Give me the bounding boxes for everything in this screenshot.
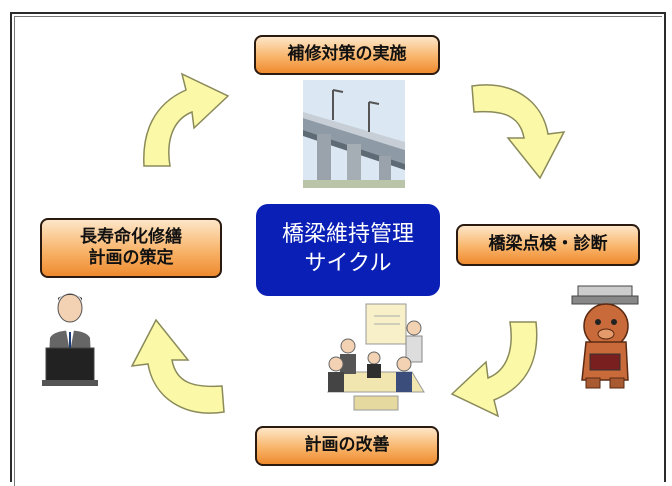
arrow-bottom-left-icon (130, 318, 225, 414)
meeting-illustration (327, 303, 425, 411)
diagram-frame-inner (14, 16, 662, 486)
arrow-top-right-icon (471, 84, 566, 180)
center-cycle-box: 橋梁維持管理 サイクル (256, 204, 440, 296)
label-plan-improvement: 計画の改善 (255, 426, 439, 466)
label-repair-implementation-text: 補修対策の実施 (287, 44, 407, 65)
diagram-frame (10, 12, 666, 482)
mascot-illustration (571, 285, 639, 389)
label-longevity-plan-line2: 計画の策定 (88, 248, 174, 268)
center-cycle-line2: サイクル (304, 251, 392, 276)
label-longevity-plan: 長寿命化修繕 計画の策定 (40, 218, 222, 278)
label-longevity-plan-line1: 長寿命化修繕 (80, 226, 182, 247)
arrow-top-left-icon (143, 72, 230, 167)
arrow-bottom-right-icon (450, 321, 538, 418)
label-bridge-inspection: 橋梁点検・診断 (456, 224, 640, 266)
label-bridge-inspection-text: 橋梁点検・診断 (488, 234, 608, 255)
label-repair-implementation: 補修対策の実施 (254, 35, 440, 75)
bridge-photo (303, 80, 405, 188)
center-cycle-line1: 橋梁維持管理 (281, 222, 414, 248)
planner-illustration (42, 293, 98, 386)
label-plan-improvement-text: 計画の改善 (304, 435, 390, 456)
